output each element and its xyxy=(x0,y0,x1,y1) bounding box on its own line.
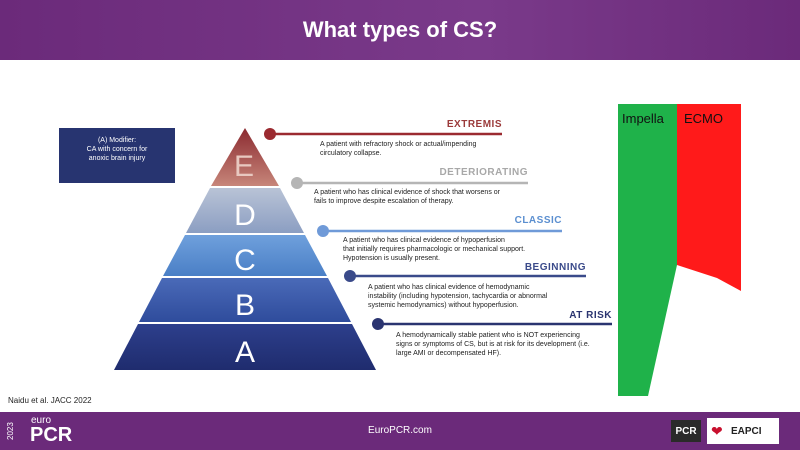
modifier-box: (A) Modifier: CA with concern for anoxic… xyxy=(59,128,175,183)
pyramid-level-b xyxy=(139,278,351,322)
desc-line: instability (including hypotension, tach… xyxy=(368,293,548,300)
desc-line: A patient who has clinical evidence of h… xyxy=(343,237,505,244)
modifier-line: CA with concern for xyxy=(86,146,148,153)
level-description: A patient who has clinical evidence of h… xyxy=(343,236,623,263)
footer-site[interactable]: EuroPCR.com xyxy=(368,425,432,436)
header-bar: What types of CS? xyxy=(0,0,800,60)
pyramid-letter: D xyxy=(234,199,256,232)
impella-bar xyxy=(618,104,677,396)
pyramid-letter: A xyxy=(235,336,255,369)
level-description: A hemodynamically stable patient who is … xyxy=(396,331,621,358)
pyramid-letter: C xyxy=(234,244,256,277)
eapci-logo: ❤ EAPCI xyxy=(707,418,779,444)
pyramid-level-e xyxy=(211,128,279,186)
desc-line: circulatory collapse. xyxy=(320,150,382,157)
desc-line: Hypotension is usually present. xyxy=(343,255,440,262)
desc-line: A patient who has clinical evidence of s… xyxy=(314,189,500,196)
desc-line: large AMI or decompensated HF). xyxy=(396,350,502,357)
level-description: A patient with refractory shock or actua… xyxy=(320,140,600,158)
level-title-classic: CLASSIC xyxy=(514,215,562,226)
pyramid-level-a xyxy=(114,324,376,370)
level-title-beginning: BEGINNING xyxy=(524,262,586,273)
connector-dot-d xyxy=(291,177,303,189)
connector-dot-a xyxy=(372,318,384,330)
connector-dot-e xyxy=(264,128,276,140)
eapci-logo-text: EAPCI xyxy=(731,425,762,437)
impella-label: Impella xyxy=(622,111,664,126)
connector-dot-b xyxy=(344,270,356,282)
footer-brand: PCR xyxy=(30,424,73,446)
connector-dot-c xyxy=(317,225,329,237)
desc-line: that initially requires pharmacologic or… xyxy=(343,246,526,253)
pyramid-letter: E xyxy=(234,150,254,183)
pyramid-letter: B xyxy=(235,289,255,322)
heart-icon: ❤ xyxy=(711,423,723,439)
desc-line: A hemodynamically stable patient who is … xyxy=(396,332,580,339)
level-title-at-risk: AT RISK xyxy=(569,310,612,321)
footer-brand-top: euro xyxy=(31,415,52,426)
ecmo-label: ECMO xyxy=(684,111,723,126)
pyramid-level-d xyxy=(186,188,304,233)
level-title-deteriorating: DETERIORATING xyxy=(439,167,528,178)
desc-line: systemic hemodynamics) without hypoperfu… xyxy=(368,302,519,309)
pyramid-level-c xyxy=(163,235,327,276)
desc-line: A patient with refractory shock or actua… xyxy=(320,141,477,148)
level-description: A patient who has clinical evidence of h… xyxy=(368,283,638,310)
desc-line: signs or symptoms of CS, but is at risk … xyxy=(396,341,590,348)
pcr-logo: PCR xyxy=(671,420,701,442)
ecmo-bar xyxy=(677,104,741,291)
page-title: What types of CS? xyxy=(302,17,498,42)
level-title-extremis: EXTREMIS xyxy=(446,119,502,130)
modifier-line: (A) Modifier: xyxy=(97,137,137,144)
level-description: A patient who has clinical evidence of s… xyxy=(314,188,594,206)
modifier-line: anoxic brain injury xyxy=(88,155,146,162)
desc-line: fails to improve despite escalation of t… xyxy=(314,198,454,205)
citation: Naidu et al. JACC 2022 xyxy=(8,396,92,405)
desc-line: A patient who has clinical evidence of h… xyxy=(368,284,530,291)
footer-bar: 2023 euro PCR EuroPCR.com xyxy=(0,412,800,450)
